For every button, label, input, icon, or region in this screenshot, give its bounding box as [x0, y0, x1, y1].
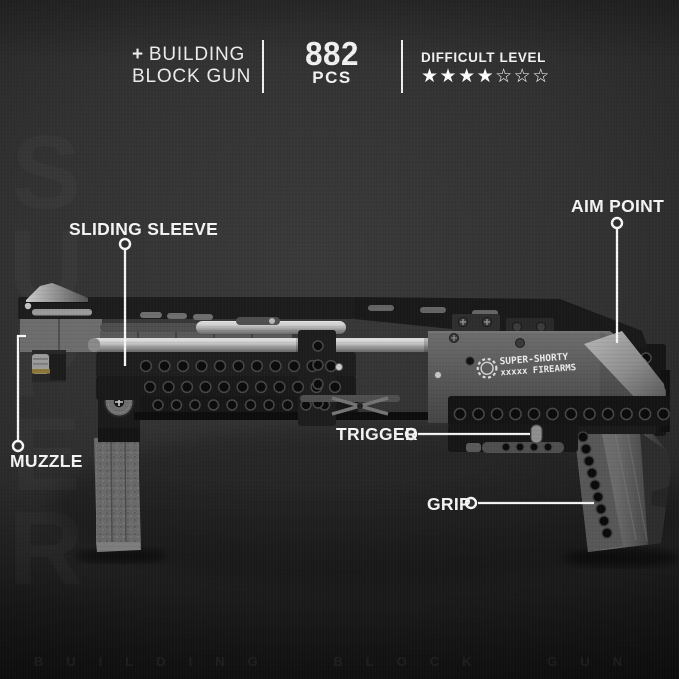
grip-marker	[464, 496, 478, 510]
brand-title: +BUILDING BLOCK GUN	[132, 44, 251, 87]
callout-label-muzzle: MUZZLE	[10, 451, 83, 471]
header: +BUILDING BLOCK GUN 882 PCS DIFFICULT LE…	[0, 35, 679, 100]
piece-count-block: 882 PCS	[290, 35, 374, 87]
piece-unit: PCS	[312, 68, 352, 87]
callout-label-trigger: TRIGGER	[336, 424, 418, 444]
difficulty-label: DIFFICULT LEVEL	[421, 50, 546, 65]
pump-handle	[94, 438, 141, 552]
trigger-marker	[404, 427, 418, 441]
header-divider	[262, 40, 264, 93]
muzzle-block	[32, 350, 66, 382]
difficulty-block: DIFFICULT LEVEL ★★★★☆☆☆	[421, 50, 551, 87]
callout-label-grip: GRIP	[427, 494, 471, 514]
beam-holes-row4	[453, 407, 670, 421]
piece-count: 882	[305, 35, 359, 72]
front-sight	[26, 283, 88, 303]
callout-lines	[11, 216, 624, 510]
muzzle-marker	[11, 439, 25, 453]
magazine-tube	[88, 338, 474, 352]
trigger-area	[448, 424, 578, 453]
bottom-watermark: BUILDING BLOCK GUN	[33, 654, 646, 669]
aim-point-marker	[610, 216, 624, 230]
sliding-sleeve-marker	[118, 237, 132, 251]
trigger	[530, 424, 543, 444]
brand-marking: SUPER-SHORTY	[499, 352, 569, 368]
brand-line-1: +BUILDING	[132, 44, 246, 65]
lower-beam-row	[448, 396, 670, 426]
beam-holes-row3	[152, 399, 331, 411]
callout-label-aim-point: AIM POINT	[571, 196, 665, 216]
plus-icon: +	[132, 44, 144, 65]
gun-body: SUPER-SHORTY xxxxx FIREARMS	[18, 283, 670, 453]
muzzle-line	[16, 334, 26, 440]
scissor-link	[300, 395, 400, 416]
header-divider	[401, 40, 403, 93]
callout-label-sliding-sleeve: SLIDING SLEEVE	[69, 219, 219, 239]
callout-markers	[11, 216, 624, 510]
beam-stack	[96, 330, 464, 426]
pistol-grip	[574, 424, 671, 552]
trigger-row-holes	[501, 442, 553, 452]
difficulty-stars: ★★★★☆☆☆	[421, 65, 551, 87]
gun-shadow	[50, 425, 679, 585]
brand-line-2: BLOCK GUN	[132, 65, 252, 87]
